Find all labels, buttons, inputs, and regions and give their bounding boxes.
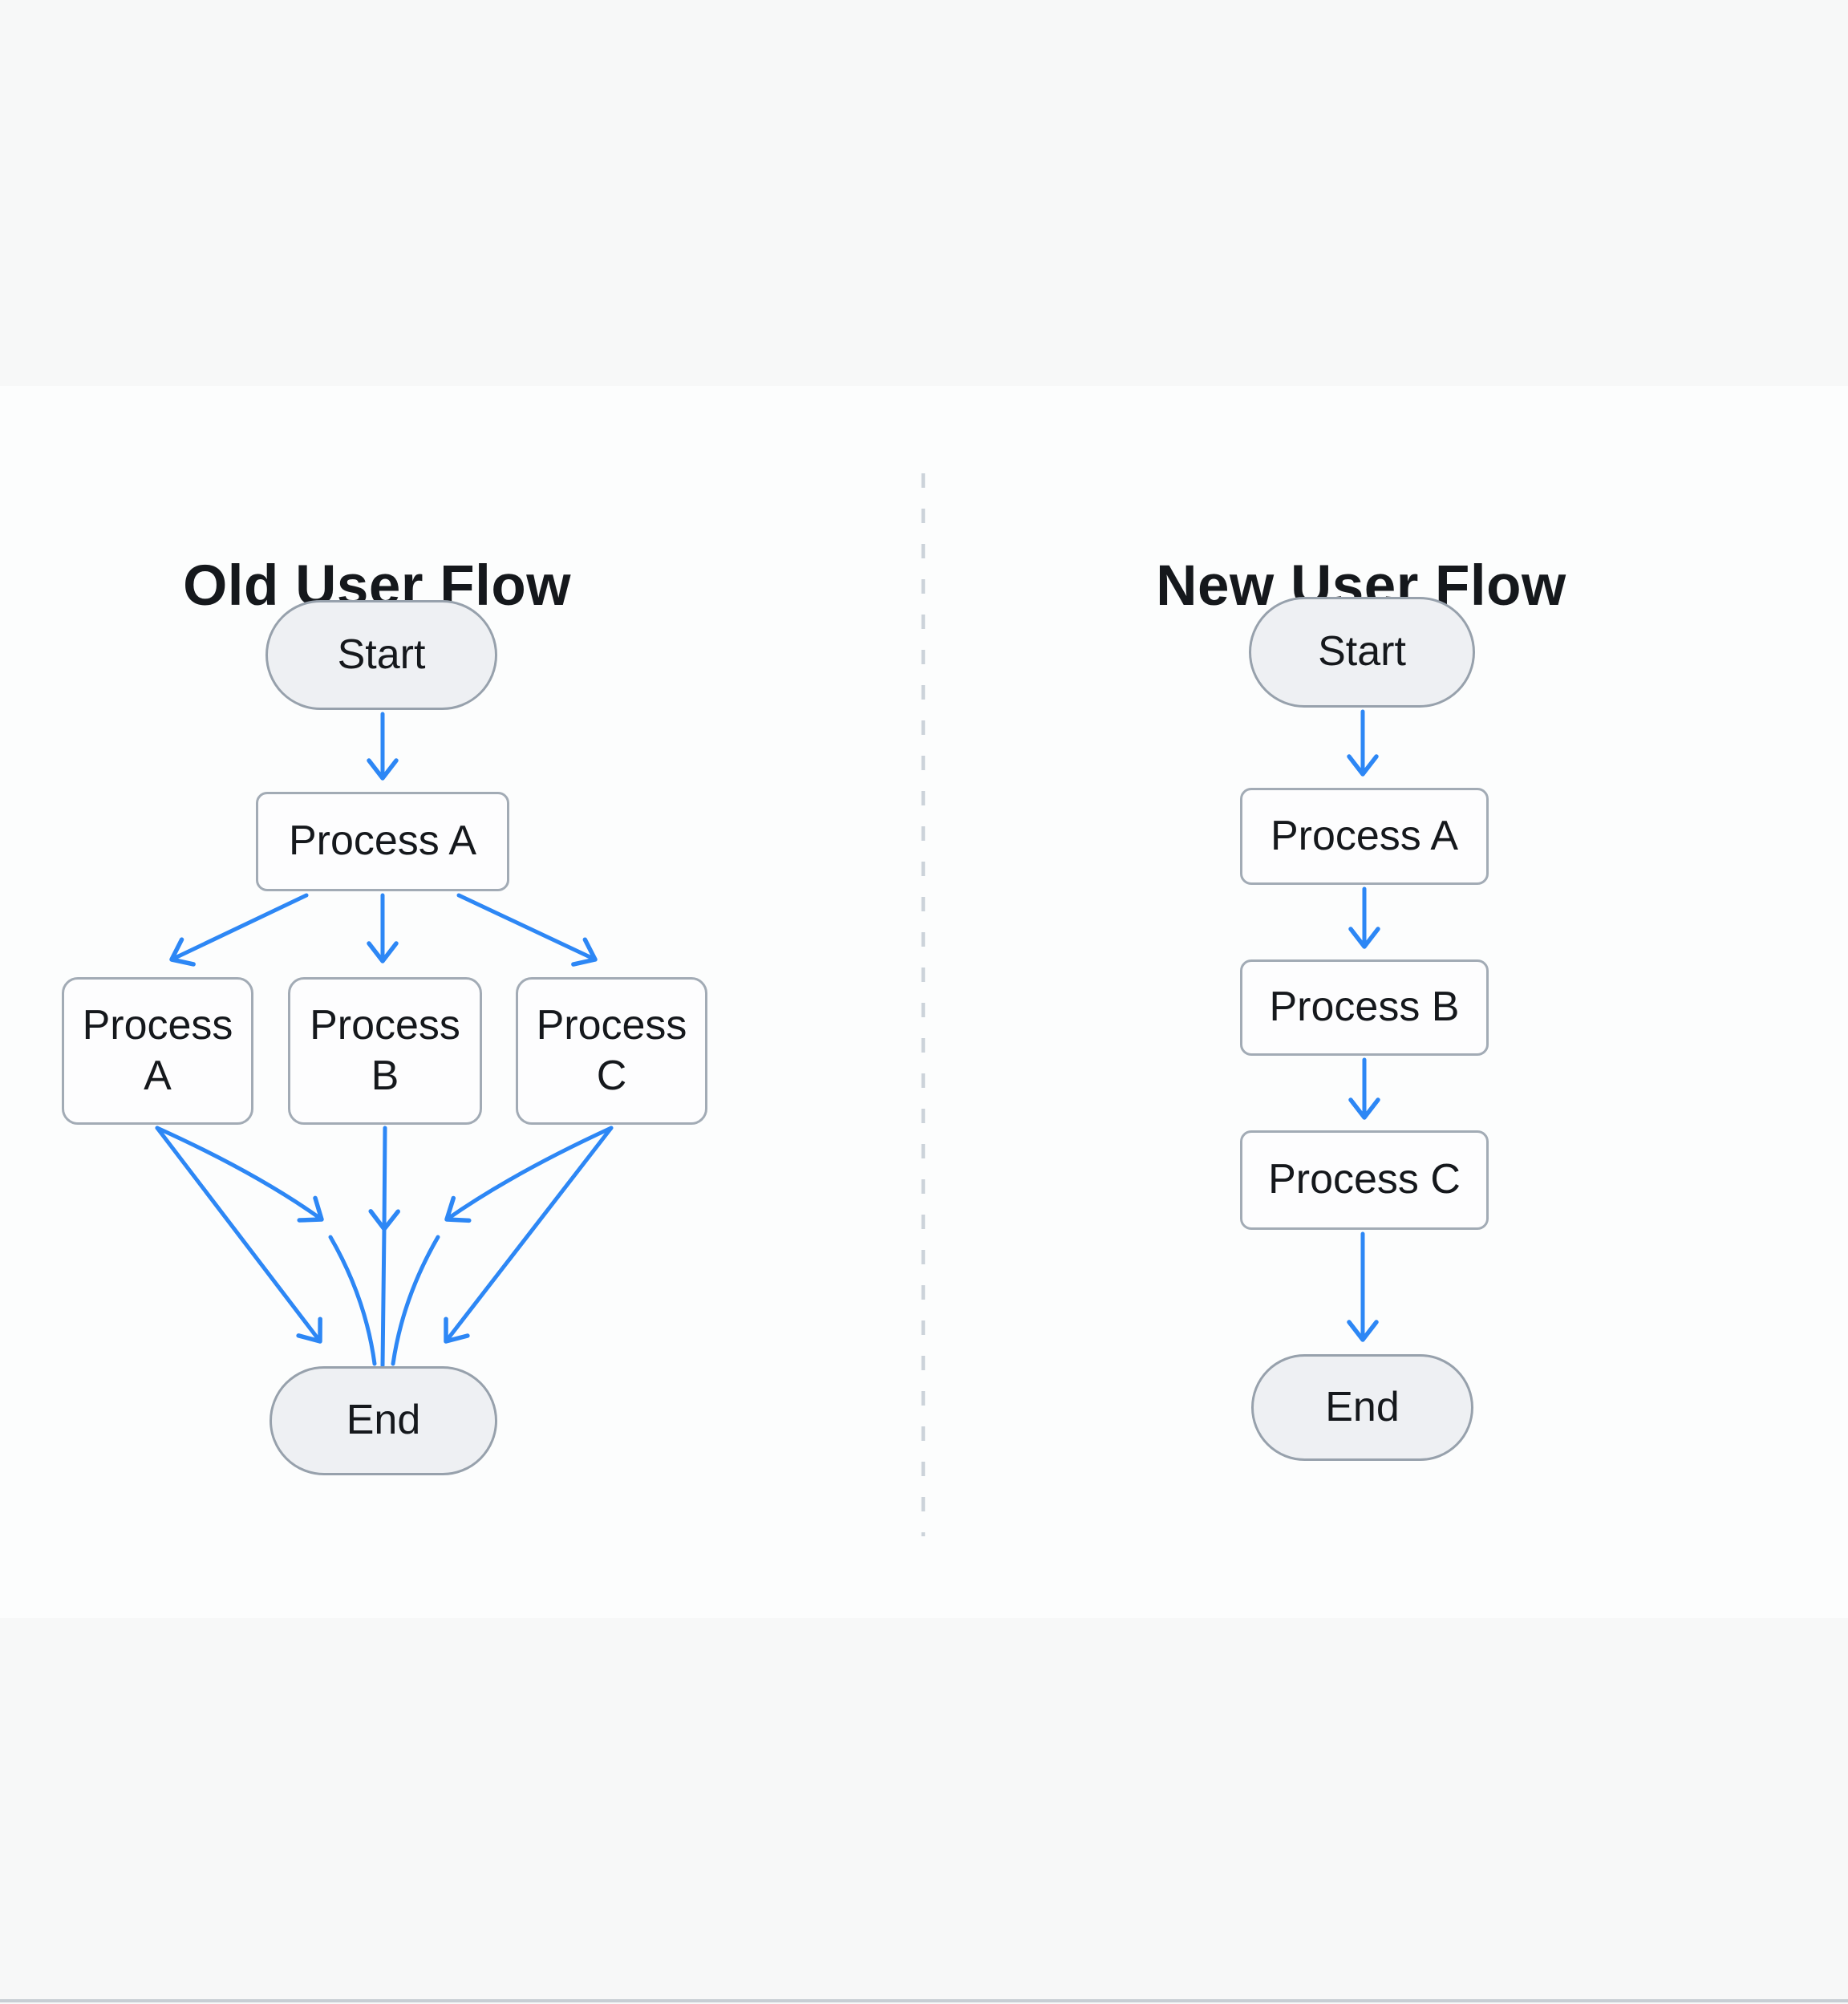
edge-old-branch-a-to-end <box>155 1126 322 1344</box>
edge-old-a-to-branch-c <box>456 893 598 967</box>
old-flow-end-node: End <box>270 1366 497 1475</box>
edge-old-branch-b-to-end <box>368 1126 400 1368</box>
new-flow-process-a-node: Process A <box>1240 788 1489 885</box>
old-flow-branch-c-node: Process C <box>516 977 707 1125</box>
edge-old-curve-right <box>391 1235 440 1366</box>
edge-old-curve-left <box>328 1235 377 1366</box>
right-flow-edges <box>1347 709 1380 1342</box>
left-flow-edges <box>155 712 614 1368</box>
new-flow-end-node: End <box>1251 1354 1473 1461</box>
old-flow-start-node: Start <box>265 600 497 710</box>
new-flow-start-node: Start <box>1249 597 1475 708</box>
edge-old-branch-c-mid <box>444 1126 614 1223</box>
new-flow-process-b-node: Process B <box>1240 959 1489 1056</box>
new-flow-process-c-node: Process C <box>1240 1130 1489 1230</box>
edge-old-branch-c-to-end <box>444 1126 614 1344</box>
old-flow-process-a-node: Process A <box>256 792 509 891</box>
bottom-edge-line <box>0 1999 1848 2002</box>
edge-old-branch-a-mid <box>155 1126 324 1223</box>
edge-old-a-to-branch-a <box>169 893 309 967</box>
old-flow-branch-a-node: Process A <box>62 977 253 1125</box>
old-flow-branch-b-node: Process B <box>288 977 482 1125</box>
